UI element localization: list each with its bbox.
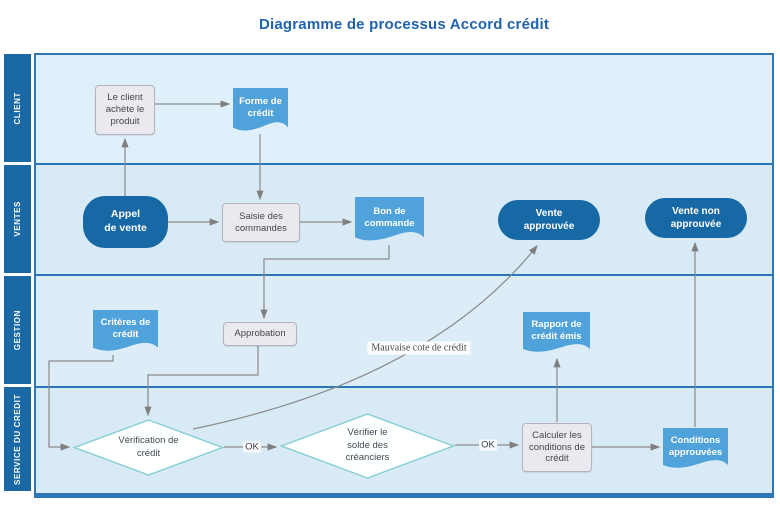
node-terms-approved: Conditions approuvées (663, 428, 728, 472)
node-label: Le client achète le produit (105, 92, 145, 127)
node-sale-not-approved: Vente non approuvée (645, 198, 747, 238)
node-client-buys-product: Le client achète le produit (95, 85, 155, 135)
lane-label-client: CLIENT (13, 91, 22, 125)
node-purchase-order: Bon de commande (355, 197, 424, 245)
node-credit-report: Rapport de crédit émis (523, 312, 590, 356)
node-order-entry: Saisie des commandes (222, 203, 300, 242)
node-label: Vente approuvée (523, 208, 575, 232)
page-title: Diagramme de processus Accord crédit (258, 16, 550, 33)
node-credit-check: Vérification de crédit (73, 419, 224, 476)
decision-diamond-shape (280, 413, 455, 479)
edge-label-bad-credit-rating: Mauvaise cote de crédit (367, 341, 471, 355)
lane-divider (36, 163, 772, 165)
document-shape (523, 312, 590, 352)
node-label: Vérification de crédit (118, 435, 179, 459)
lane-label-ventes: VENTES (13, 201, 22, 237)
decision-diamond-shape (73, 419, 224, 476)
document-shape (233, 88, 288, 131)
node-approval: Approbation (223, 322, 297, 346)
lane-header-gestion: GESTION (4, 276, 31, 384)
node-sales-call: Appel de vente (83, 196, 168, 248)
node-check-creditor-balance: Vérifier le solde des créanciers (280, 413, 455, 479)
edge-label-ok-1: OK (243, 441, 261, 453)
lane-header-client: CLIENT (4, 54, 31, 162)
lane-header-ventes: VENTES (4, 165, 31, 273)
lane-label-gestion: GESTION (13, 309, 22, 351)
node-label: Vérifier le solde des créanciers (345, 427, 390, 464)
node-label: Calculer les conditions de crédit (529, 429, 585, 465)
node-label: Critères de crédit (100, 317, 151, 340)
node-label: Appel de vente (104, 208, 147, 234)
node-credit-criteria: Critères de crédit (93, 310, 158, 355)
document-shape (663, 428, 728, 468)
node-label: Forme de crédit (239, 96, 282, 119)
lane-client (36, 55, 772, 163)
node-label: Rapport de crédit émis (531, 318, 582, 342)
lane-header-service-credit: SERVICE DU CREDIT (4, 387, 31, 491)
node-calculate-credit-terms: Calculer les conditions de crédit (522, 423, 592, 472)
node-label: Approbation (234, 328, 286, 340)
document-shape (93, 310, 158, 351)
lane-label-service-credit: SERVICE DU CREDIT (13, 393, 22, 485)
edge-label-ok-2: OK (479, 439, 497, 451)
node-credit-form: Forme de crédit (233, 88, 288, 135)
node-label: Saisie des commandes (235, 210, 287, 234)
node-sale-approved: Vente approuvée (498, 200, 600, 240)
node-label: Conditions approuvées (668, 434, 723, 458)
document-shape (355, 197, 424, 241)
node-label: Bon de commande (364, 205, 415, 229)
node-label: Vente non approuvée (670, 206, 722, 230)
